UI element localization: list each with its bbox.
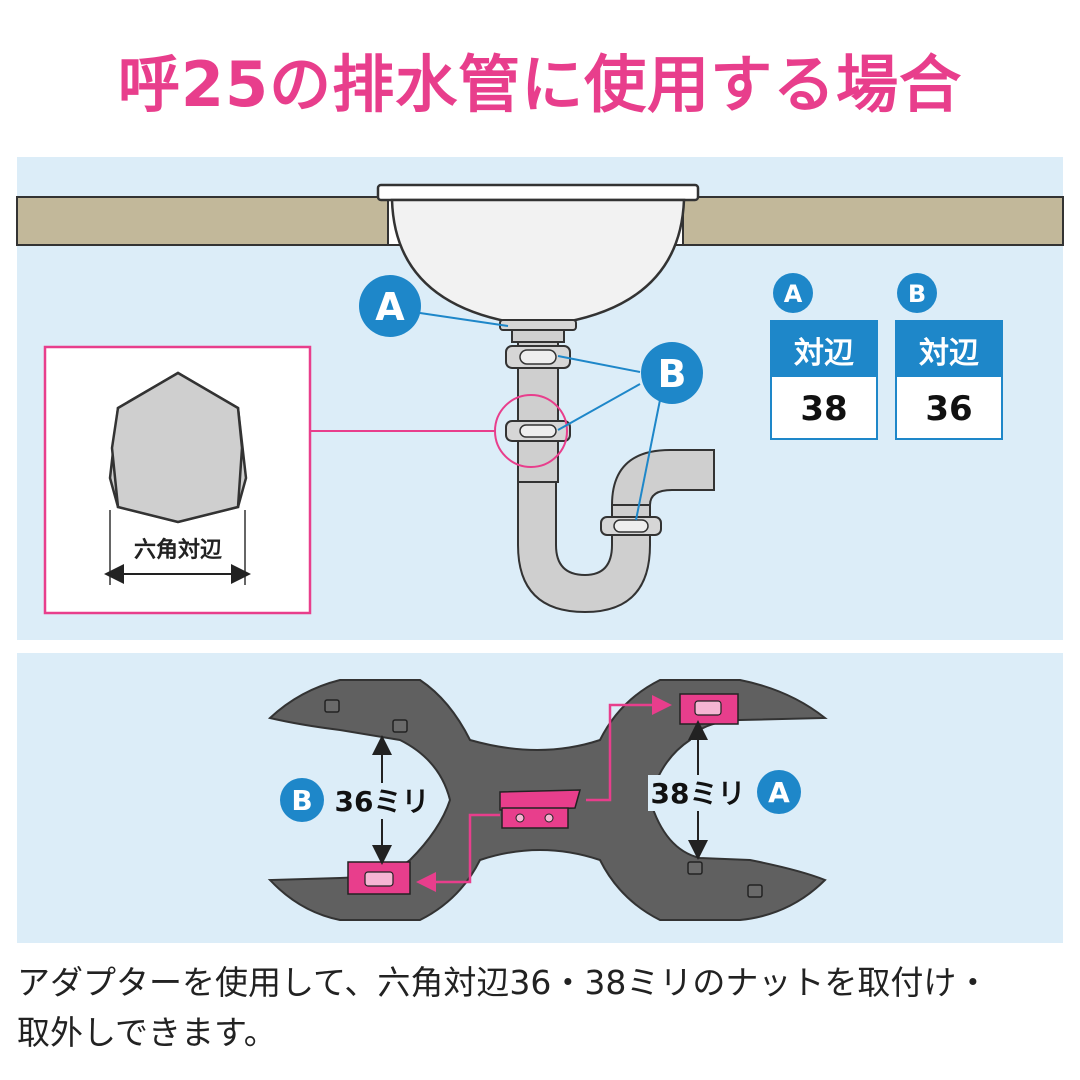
- spec-b-header: 対辺: [919, 336, 979, 371]
- caption-line-1: アダプターを使用して、六角対辺36・38ミリのナットを取付け・: [17, 963, 990, 1002]
- hex-label: 六角対辺: [134, 537, 222, 563]
- adapter-arrow-left: [416, 813, 500, 892]
- drain-assembly: [499, 319, 715, 614]
- spec-b-badge: B: [908, 280, 926, 308]
- hex-detail-box: [43, 345, 312, 615]
- spec-a-header: 対辺: [794, 336, 854, 371]
- page-title: 呼25の排水管に使用する場合: [117, 48, 963, 121]
- adapter-arrow-right: [586, 695, 672, 802]
- wrench-left-measure: 36ミリ: [335, 785, 430, 818]
- callout-a-badge: [359, 275, 421, 337]
- spec-card-a: A 対辺 38: [770, 273, 878, 440]
- wrench-a-badge: [757, 770, 801, 814]
- caption-line-2: 取外しできます。: [17, 1013, 277, 1052]
- sink-bowl: [376, 183, 700, 324]
- callout-a-label: A: [375, 285, 405, 329]
- spec-a-badge: A: [784, 280, 803, 308]
- wrench-right-measure: 38ミリ: [651, 777, 746, 810]
- wrench-b-label: B: [291, 784, 312, 817]
- wrench-a-label: A: [768, 776, 790, 809]
- spec-a-value: 38: [800, 389, 847, 429]
- callout-b-label: B: [658, 352, 687, 396]
- wrench: [267, 679, 828, 921]
- spec-b-value: 36: [925, 389, 972, 429]
- callout-b-badge: [641, 342, 703, 404]
- caption: アダプターを使用して、六角対辺36・38ミリのナットを取付け・ 取外しできます。: [17, 958, 1067, 1058]
- wrench-b-badge: [280, 778, 324, 822]
- spec-card-b: B 対辺 36: [895, 273, 1003, 440]
